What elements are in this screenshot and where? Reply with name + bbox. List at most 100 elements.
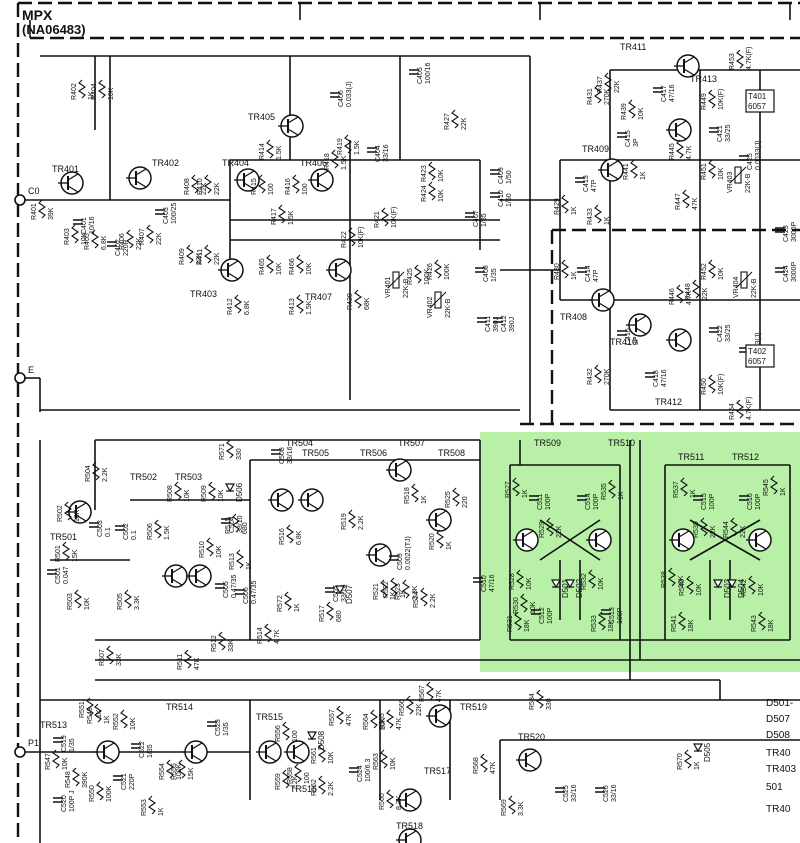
resistor-value-r407: 22K xyxy=(156,232,163,245)
capacitor-ref-c411: C411 xyxy=(485,316,492,332)
transistor-tr515: TR515 xyxy=(256,712,283,764)
capacitor-ref-c519: C519 xyxy=(61,735,68,752)
resistor-ref-r422: R422 xyxy=(341,231,348,248)
resistor-value-r556: 100 xyxy=(292,730,299,742)
resistor-ref-r450: R450 xyxy=(701,378,708,395)
transistor-tr411: TR411 xyxy=(620,42,700,78)
resistor-ref-r517: R517 xyxy=(319,605,326,622)
capacitor-value-c516: 100P xyxy=(755,493,762,510)
resistor-ref-r406: R406 xyxy=(119,233,126,250)
resistor-value-r553: 1K xyxy=(158,807,165,816)
resistor-value-r520: 1K xyxy=(446,541,453,550)
transistor-tr408: TR408 xyxy=(560,288,615,322)
transistor-label-tr406: TR406 xyxy=(300,158,327,168)
resistor-value-r505: 3.3K xyxy=(134,595,141,610)
resistor-value-r567: 47K xyxy=(436,689,443,702)
resistor-value-r421: 10K(F) xyxy=(391,207,398,228)
resistor-value-r422: 10K(F) xyxy=(358,227,365,248)
capacitor-value-c510: 47/16 xyxy=(489,574,496,592)
resistor-ref-r405: R405 xyxy=(84,233,91,250)
capacitor-ref-c504: C504 xyxy=(229,516,236,533)
resistor-value-r524: 2.2K xyxy=(430,593,437,608)
resistor-value-r561: 10K xyxy=(328,751,335,764)
transistor-tr401: TR401 xyxy=(52,164,84,195)
resistor-ref-r529: R529 xyxy=(539,521,546,538)
resistor-ref-r560: R560 xyxy=(379,793,386,810)
svg-text:C0: C0 xyxy=(28,186,40,196)
resistor-ref-r550: R550 xyxy=(89,785,96,802)
diode-d508: D508 xyxy=(306,730,326,750)
capacitor-ref-c403: C403 xyxy=(163,207,170,224)
resistor-value-r433: 1K xyxy=(604,216,611,225)
transistor-label-tr520: TR520 xyxy=(518,732,545,742)
resistor-ref-r567: R567 xyxy=(419,685,426,702)
vr-ref-vr402: VR402 xyxy=(427,296,434,318)
resistor-ref-r516: R516 xyxy=(279,528,286,545)
resistor-value-r465: 10K xyxy=(276,262,283,275)
resistor-ref-r409: R409 xyxy=(179,248,186,265)
resistor-ref-r506: R506 xyxy=(147,523,154,540)
resistor-value-r514: 4.7K xyxy=(274,629,281,644)
transistor-label-tr513: TR513 xyxy=(40,720,67,730)
capacitor-ref-c526: C526 xyxy=(603,785,610,802)
transistor-label-tr409: TR409 xyxy=(582,144,609,154)
resistor-ref-r411: R411 xyxy=(197,249,204,265)
capacitor-value-c407: 1/35 xyxy=(481,213,488,227)
capacitor-ref-c417: C417 xyxy=(661,85,668,102)
capacitor-value-c414: 47P xyxy=(593,269,600,282)
resistor-ref-r425: R425 xyxy=(407,268,414,285)
transistor-tr504: TR504 xyxy=(268,438,313,512)
capacitor-value-c405: 100/16 xyxy=(425,62,432,84)
resistor-ref-r437: R437 xyxy=(597,76,604,93)
resistor-ref-r548: R548 xyxy=(65,771,72,788)
capacitor-ref-c516: C516 xyxy=(747,493,754,510)
capacitor-value-c504: 33/10 xyxy=(237,515,244,533)
resistor-ref-r420: R420 xyxy=(347,293,354,310)
capacitor-value-c520: 100P J xyxy=(69,790,76,812)
resistor-value-r454: 4.7K(F) xyxy=(746,397,753,420)
resistor-value-r551: 1K xyxy=(96,709,103,718)
legend-item-1: D507 xyxy=(766,714,790,725)
capacitor-value-c411: 390J xyxy=(493,317,500,332)
coil-type-t401: 6057 xyxy=(748,102,766,111)
resistor-value-r533: 18K xyxy=(608,619,615,632)
diode-d505: D505 xyxy=(692,742,712,762)
transistor-tr505: TR505 xyxy=(298,448,329,512)
resistor-value-r420: 68K xyxy=(364,297,371,310)
transistor-label-tr519: TR519 xyxy=(460,702,487,712)
resistor-value-r552: 10K xyxy=(130,717,137,730)
resistor-value-r532: 10K xyxy=(598,577,605,590)
transistor-tr405: TR405 xyxy=(248,112,304,138)
capacitor-ref-c413: C413 xyxy=(583,175,590,192)
capacitor-ref-c522: C522 xyxy=(139,741,146,758)
transistor-tr520: TR520 xyxy=(516,732,545,772)
resistor-value-r537: 1K xyxy=(690,489,697,498)
capacitor-ref-c422: C422 xyxy=(717,325,724,342)
transistor-label-tr515: TR515 xyxy=(256,712,283,722)
resistor-value-r513: 1K xyxy=(246,561,253,570)
capacitor-ref-c425: C425 xyxy=(747,153,754,170)
